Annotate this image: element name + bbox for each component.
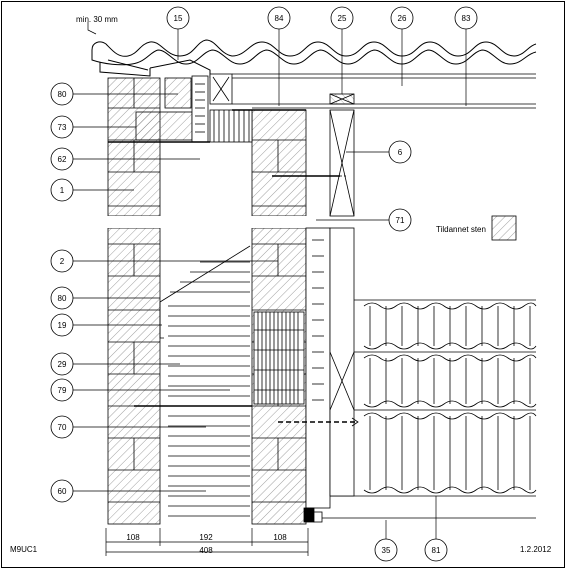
callout-bottom-0-circle [374,538,398,562]
callout-left-1-label: 73 [58,123,67,132]
callout-top-2-label: 25 [338,14,347,23]
callout-right-1-circle [388,208,412,232]
dimension-108-right: 108 [273,533,287,542]
callout-left-5-circle [50,286,74,310]
callout-left-6-label: 19 [58,321,67,330]
callout-right-1-label: 71 [396,216,405,225]
callout-top-4-circle [454,6,478,30]
callout-left-0-circle [50,82,74,106]
callout-left-3-label: 1 [60,186,65,195]
outer-brick-wall [104,77,164,525]
cavity-insulation [134,245,252,517]
callout-top-1-label: 84 [275,14,284,23]
callout-left-5-label: 80 [58,294,67,303]
callout-left-6-circle [50,313,74,337]
callout-top-1-circle [267,6,291,30]
inner-brick-wall [209,109,310,525]
dimension-lines [105,528,309,556]
callout-left-0-label: 80 [58,90,67,99]
upper-inner-blocks [108,75,210,143]
callout-top-0-label: 15 [174,14,183,23]
callout-left-10-circle [50,479,74,503]
callout-left-9-circle [50,415,74,439]
note-min-leader [87,22,97,35]
callout-left-2-circle [50,147,74,171]
callout-top-3-circle [390,6,414,30]
legend-label: Tildannet sten [436,225,486,234]
callout-bottom-0-label: 35 [382,546,391,555]
callout-right-0-label: 6 [398,148,403,157]
callout-left-8-label: 79 [58,386,67,395]
note-min-30mm: min. 30 mm [76,15,118,24]
drawing-code: M9UC1 [10,545,38,554]
dimension-108-left: 108 [126,533,140,542]
drawing-date: 1.2.2012 [520,545,552,554]
callout-left-8-circle [50,378,74,402]
callout-left-1-circle [50,115,74,139]
callout-top-4-label: 83 [462,14,471,23]
callout-left-4-circle [50,249,74,273]
callout-left-7-circle [50,352,74,376]
floor-insulation [278,227,537,523]
callout-left-2-label: 62 [58,155,67,164]
callout-right-0-circle [388,140,412,164]
callout-top-3-label: 26 [398,14,407,23]
callout-left-7-label: 29 [58,360,67,369]
legend-swatch [491,215,517,241]
roof-structure [209,73,536,217]
callout-left-4-label: 2 [60,257,65,266]
callout-left-10-label: 60 [58,487,67,496]
callout-top-2-circle [330,6,354,30]
dimension-total-408: 408 [199,546,213,555]
callout-left-9-label: 70 [58,423,67,432]
dimension-192: 192 [199,533,213,542]
roof-tiles [91,39,537,78]
callout-left-3-circle [50,178,74,202]
callout-top-0-circle [166,6,190,30]
callout-bottom-1-circle [424,538,448,562]
callout-bottom-1-label: 81 [432,546,441,555]
callout-layer: 80 73 62 1 2 80 19 29 79 70 60 15 84 25 26 83 6 71 35 81 [50,6,478,562]
